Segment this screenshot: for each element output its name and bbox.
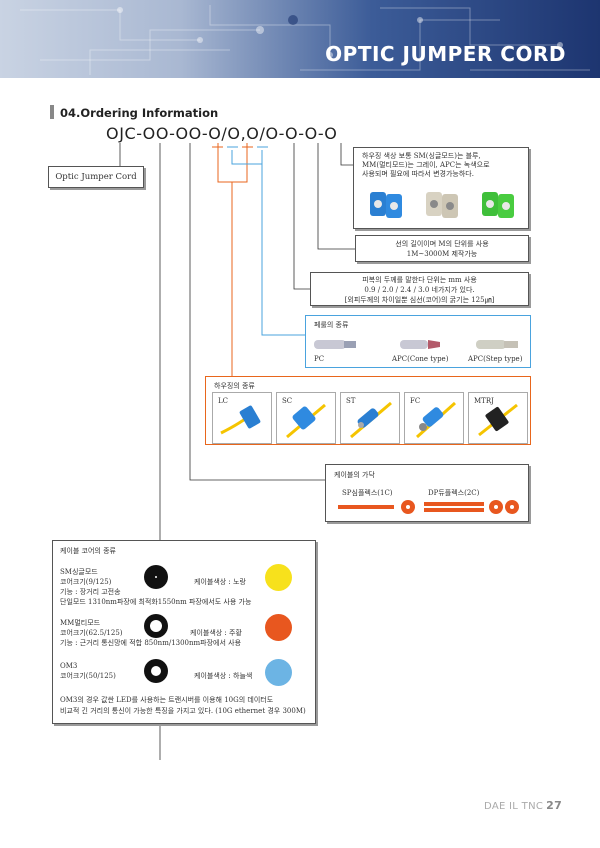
code-part: O <box>285 124 299 143</box>
code-part: - <box>278 124 286 143</box>
sm-core-size: 코어크기(9/125) <box>60 578 112 586</box>
apc-step-ferrule-image <box>476 340 518 349</box>
connector-label: MTRJ <box>474 397 494 405</box>
section-title: 04.Ordering Information <box>60 106 219 120</box>
connector-label: FC <box>410 397 421 405</box>
ferrule-label-apc-step: APC(Step type) <box>468 355 523 363</box>
ferrule-title: 페룰의 종류 <box>314 321 349 329</box>
connector-label: LC <box>218 397 229 405</box>
sm-function: 기능 : 장거리 고전송 <box>60 588 121 596</box>
code-prefix: OJC <box>106 124 137 143</box>
ferrule-label-pc: PC <box>314 355 325 363</box>
circuit-pattern <box>20 5 590 75</box>
green-connector-image <box>482 192 514 218</box>
housing-color-box: 하우징 색상 보통 SM(싱글모드)는 블루, MM(멀티모드)는 그레이, A… <box>353 147 529 229</box>
apc-cone-ferrule-image <box>400 340 440 349</box>
code-part: O/O <box>246 124 279 143</box>
sm-core-icon <box>144 565 168 589</box>
code-part: - <box>169 124 176 143</box>
sheath-text: [외피두께의 차이일뿐 심선(코어)의 굵기는 125㎛] <box>344 296 495 304</box>
page-banner-title: OPTIC JUMPER CORD <box>325 42 566 66</box>
length-box: 선의 길이이며 M의 단위를 사용 1M~3000M 제작가능 <box>355 235 529 262</box>
housing-color-photos <box>370 192 514 218</box>
housing-color-text: 사용되며 필요에 따라서 변경가능하다. <box>362 170 474 178</box>
gray-connector-image <box>426 192 458 218</box>
sm-name: SM싱글모드 <box>60 568 98 576</box>
duplex-cable-image <box>424 500 519 514</box>
connector-fc: FC <box>404 392 464 444</box>
housing-color-text: 하우징 색상 보통 SM(싱글모드)는 블루, <box>362 152 481 160</box>
lc-connector-image <box>220 405 261 435</box>
length-text: 선의 길이이며 M의 단위를 사용 <box>395 240 489 248</box>
cable-strand-diagram <box>338 500 519 514</box>
connector-lc: LC <box>212 392 272 444</box>
code-part: , <box>240 124 247 143</box>
om3-note: OM3의 경우 값싼 LED를 사용하는 트랜시버를 이용해 10G의 데이터도 <box>60 696 274 704</box>
sm-color-swatch <box>265 564 292 591</box>
sm-description: 단일모드 1310nm파장에 최적화1550nm 파장에서도 사용 가능 <box>60 598 252 606</box>
mm-core-size: 코어크기(62.5/125) <box>60 629 123 637</box>
sheath-text: 피복의 두께를 말한다 단위는 mm 사용 <box>362 276 477 284</box>
om3-note: 비교적 긴 거리의 통신이 가능한 특징을 가지고 있다. (10G ether… <box>60 707 306 715</box>
order-code: OJC-OO-OO-O/O,O/O-O-O-O <box>106 124 337 143</box>
st-connector-image <box>350 401 392 439</box>
code-part: O <box>304 124 318 143</box>
code-part: OO <box>175 124 202 143</box>
om3-color-label: 케이블색상 : 하늘색 <box>194 672 253 680</box>
fc-connector-image <box>415 401 457 439</box>
length-text: 1M~3000M 제작가능 <box>406 250 478 258</box>
section-marker <box>50 105 54 119</box>
footer-brand: DAE IL TNC <box>484 801 544 812</box>
mm-color-swatch <box>265 614 292 641</box>
housing-type-box: 하우징의 종류 LC SC ST FC MTRJ <box>205 376 531 445</box>
ferrule-label-apc-cone: APC(Cone type) <box>392 355 449 363</box>
code-part: O/O <box>208 124 241 143</box>
om3-core-size: 코어크기(50/125) <box>60 672 116 680</box>
mm-color-label: 케이블색상 : 주황 <box>190 629 242 637</box>
code-part: O <box>324 124 338 143</box>
sc-connector-image <box>286 403 326 439</box>
sm-color-label: 케이블색상 : 노랑 <box>194 578 246 586</box>
cable-strand-box: 케이블의 가닥 SP심플렉스(1C) DP듀플렉스(2C) <box>325 464 529 522</box>
connector-label: ST <box>346 397 356 405</box>
cable-core-box: 케이블 코어의 종류 SM싱글모드 코어크기(9/125) 기능 : 장거리 고… <box>52 540 316 724</box>
mm-core-icon <box>144 614 168 638</box>
mm-name: MM멀티모드 <box>60 619 101 627</box>
sheath-text: 0.9 / 2.0 / 2.4 / 3.0 네가지가 있다. <box>364 286 475 294</box>
om3-core-icon <box>144 659 168 683</box>
code-part: - <box>317 124 325 143</box>
connector-st: ST <box>340 392 400 444</box>
code-part: - <box>201 124 209 143</box>
blue-connector-image <box>370 192 402 218</box>
connector-mtrj: MTRJ <box>468 392 528 444</box>
mm-function: 기능 : 근거리 통신망에 적합 850nm/1300nm파장에서 사용 <box>60 639 242 647</box>
product-name-box: Optic Jumper Cord <box>48 166 144 188</box>
code-part: - <box>298 124 305 143</box>
code-part: OO <box>142 124 170 143</box>
connector-label: SC <box>282 397 293 405</box>
connector-sc: SC <box>276 392 336 444</box>
mtrj-connector-image <box>478 403 518 437</box>
page-number: 27 <box>546 799 563 812</box>
cable-strand-title: 케이블의 가닥 <box>334 471 375 479</box>
om3-name: OM3 <box>60 662 78 670</box>
sheath-thickness-box: 피복의 두께를 말한다 단위는 mm 사용 0.9 / 2.0 / 2.4 / … <box>310 272 529 306</box>
om3-color-swatch <box>265 659 292 686</box>
simplex-cable-image <box>338 500 415 514</box>
code-part: - <box>136 124 143 143</box>
core-title: 케이블 코어의 종류 <box>60 547 116 555</box>
housing-color-text: MM(멀티모드)는 그레이, APC는 녹색으로 <box>362 161 490 169</box>
pc-ferrule-image <box>314 340 356 349</box>
duplex-label: DP듀플렉스(2C) <box>428 489 480 497</box>
simplex-label: SP심플렉스(1C) <box>342 489 393 497</box>
header-banner: OPTIC JUMPER CORD <box>0 0 600 78</box>
housing-type-title: 하우징의 종류 <box>214 382 255 390</box>
ferrule-images <box>314 340 518 349</box>
ferrule-type-box: 페룰의 종류 PC APC(Cone type) APC(Step type) <box>305 315 531 368</box>
